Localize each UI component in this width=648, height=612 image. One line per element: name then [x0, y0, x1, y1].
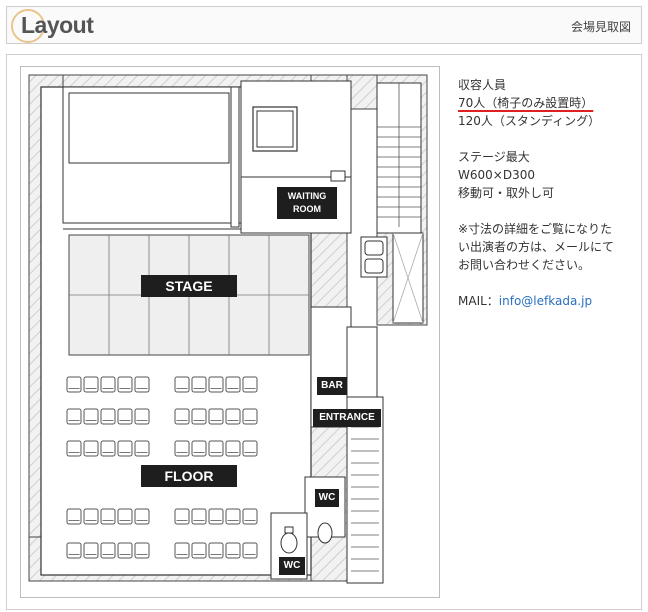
floor-plan: WAITING ROOM STAGE FLOOR BAR ENTRANCE WC… [20, 66, 440, 598]
floor-plan-drawing [28, 74, 428, 584]
wc-label-upper: WC [315, 489, 339, 507]
stage-note: 移動可・取外し可 [458, 186, 555, 200]
waiting-room-label-line2: ROOM [293, 204, 321, 214]
mail-label: MAIL： [458, 294, 499, 308]
title-circle-decoration [11, 9, 45, 43]
waiting-room-label: WAITING ROOM [277, 187, 337, 219]
capacity-seated: 70人（椅子のみ設置時） [458, 96, 594, 110]
mail-line: MAIL：info@lefkada.jp [458, 292, 634, 310]
entrance-label: ENTRANCE [313, 409, 381, 427]
venue-info: 収容人員 70人（椅子のみ設置時） 120人（スタンディング） ステージ最大 W… [458, 76, 634, 310]
stage-label: STAGE [141, 275, 237, 297]
wc-label-lower: WC [279, 557, 305, 575]
note-line-1: ※寸法の詳細をご覧になりた [458, 222, 613, 236]
stage-heading: ステージ最大 [458, 150, 530, 164]
waiting-room-label-line1: WAITING [287, 191, 327, 201]
stage-size: W600×D300 [458, 168, 535, 182]
mail-link[interactable]: info@lefkada.jp [498, 294, 593, 308]
page-subtitle: 会場見取図 [570, 20, 631, 34]
page-header: Layout 会場見取図 [6, 6, 642, 44]
floor-label: FLOOR [141, 465, 237, 487]
capacity-standing: 120人（スタンディング） [458, 114, 601, 128]
capacity-heading: 収容人員 [458, 78, 507, 92]
note-line-3: お問い合わせください。 [458, 258, 591, 272]
content-panel [6, 54, 642, 610]
page-title: Layout [21, 12, 94, 38]
note-line-2: い出演者の方は、メールにて [458, 240, 615, 254]
bar-label: BAR [317, 377, 347, 395]
